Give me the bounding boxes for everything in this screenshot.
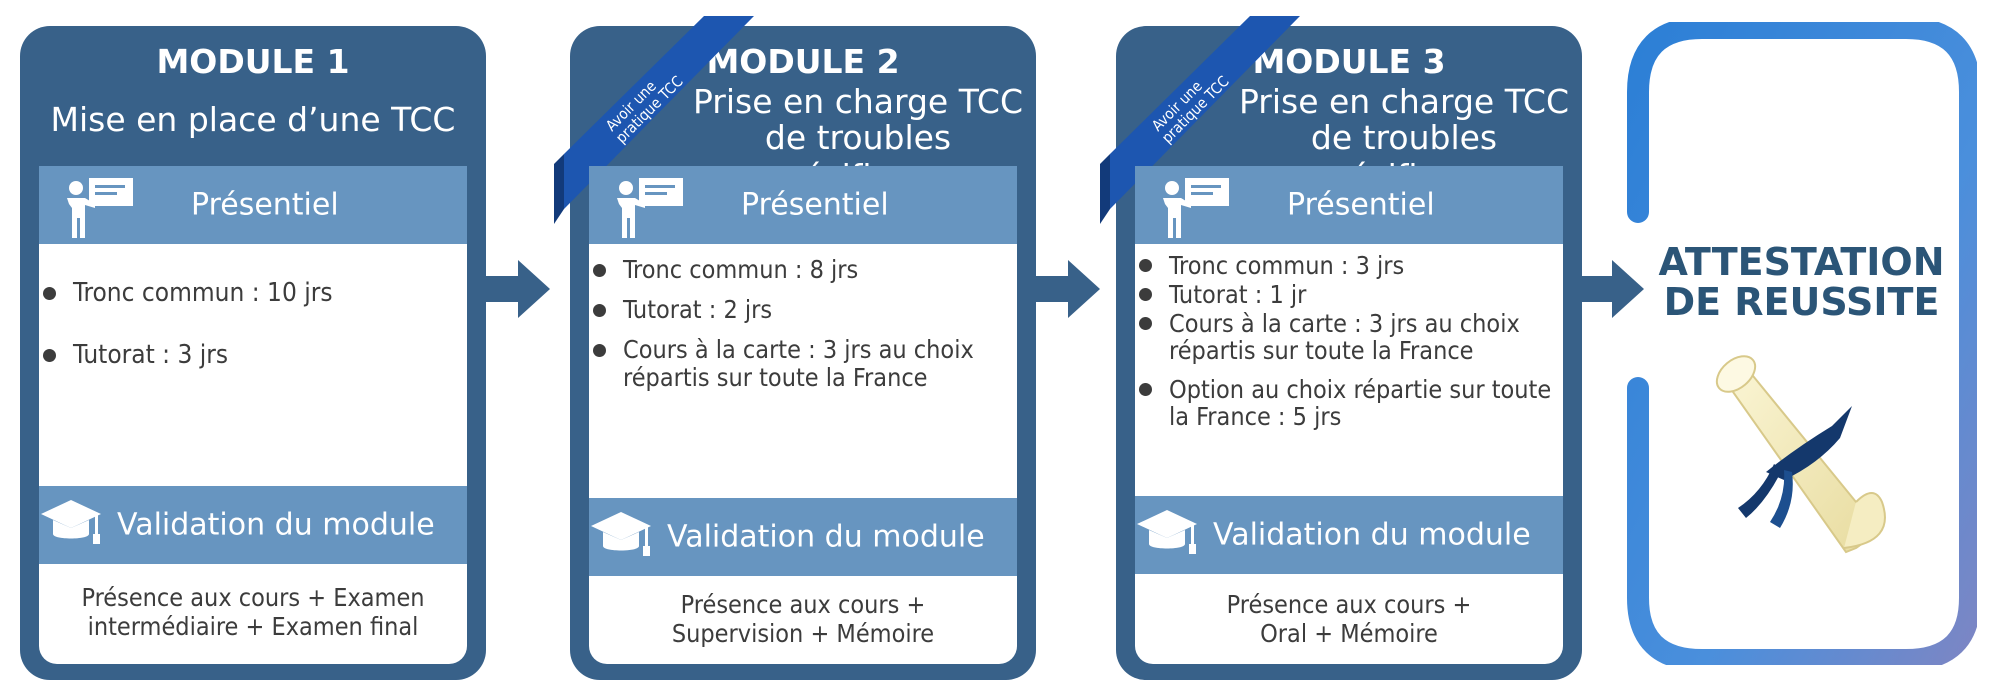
list-item: Tronc commun : 3 jrs [1135,252,1553,279]
list-item: Tutorat : 2 jrs [589,296,1007,324]
list-item: Cours à la carte : 3 jrs au choix répart… [1135,310,1553,364]
presenter-icon [617,178,683,238]
module-3-presentiel-band: Présentiel [1135,166,1563,244]
list-item: Cours à la carte : 3 jrs au choix répart… [589,336,1007,392]
list-item: Option au choix répartie sur toute la Fr… [1135,376,1553,430]
module-2-content: Tronc commun : 8 jrs Tutorat : 2 jrs Cou… [589,244,1017,498]
module-3-presentiel-label: Présentiel [1287,187,1435,223]
arrow-right-icon [486,260,550,318]
module-1-validation-band: Validation du module [39,486,467,564]
module-2-presentiel-band: Présentiel [589,166,1017,244]
module-1-subtitle: Mise en place d’une TCC [50,100,456,139]
module-3-card: MODULE 3 Prise en charge TCC de troubles… [1100,16,1582,680]
attestation-title-line-2: DE REUSSITE [1663,280,1940,324]
module-1-name: MODULE 1 [156,42,350,81]
attestation-title-line-1: ATTESTATION [1658,240,1945,284]
module-1-presentiel-band: Présentiel [39,166,467,244]
module-2-card: MODULE 2 Prise en charge TCC de troubles… [554,16,1036,680]
arrow-right-icon [1036,260,1100,318]
module-2-validation-band: Validation du module [589,498,1017,576]
module-2-presentiel-label: Présentiel [741,187,889,223]
module-3-name: MODULE 3 [1252,42,1446,81]
graduation-cap-icon [591,512,651,556]
module-3-validation-band: Validation du module [1135,496,1563,574]
module-3-validation-line-2: Oral + Mémoire [1260,619,1438,648]
list-item: Tutorat : 3 jrs [39,338,467,372]
module-3-content: Tronc commun : 3 jrs Tutorat : 1 jr Cour… [1135,244,1563,496]
module-2-subtitle-line-1: Prise en charge TCC [692,82,1024,121]
module-1-content: Tronc commun : 10 jrs Tutorat : 3 jrs [39,244,467,486]
module-2-validation-line-1: Présence aux cours + [680,590,926,619]
module-3-validation-panel: Présence aux cours + Oral + Mémoire [1135,574,1563,664]
module-2-validation-line-2: Supervision + Mémoire [671,619,935,648]
module-1-card: MODULE 1 Mise en place d’une TCC Présent… [20,26,486,680]
list-item: Tutorat : 1 jr [1135,281,1553,308]
attestation-title: ATTESTATION DE REUSSITE [1626,242,1977,322]
module-1-validation-line-1: Présence aux cours + Examen [81,583,425,612]
list-item: Tronc commun : 10 jrs [39,276,467,310]
presenter-icon [67,178,133,238]
graduation-cap-icon [1137,510,1197,554]
module-3-validation-label: Validation du module [1213,517,1531,553]
module-2-name: MODULE 2 [706,42,900,81]
attestation-card: ATTESTATION DE REUSSITE [1626,22,1977,665]
module-2-validation-label: Validation du module [667,519,985,555]
attestation-frame [1627,22,1977,665]
ribbon-badge: Avoir une pratique TCC [1100,16,1300,224]
module-3-subtitle-line-1: Prise en charge TCC [1238,82,1570,121]
list-item: Tronc commun : 8 jrs [589,256,1007,284]
module-1-validation-line-2: intermédiaire + Examen final [87,612,419,641]
module-3-validation-line-1: Présence aux cours + [1226,590,1472,619]
ribbon-badge: Avoir une pratique TCC [554,16,754,224]
diploma-scroll-icon [1715,355,1886,554]
module-1-presentiel-label: Présentiel [191,187,339,223]
module-1-validation-label: Validation du module [117,507,435,543]
arrow-right-icon [1580,260,1644,318]
graduation-cap-icon [41,500,101,544]
presenter-icon [1163,178,1229,238]
module-2-validation-panel: Présence aux cours + Supervision + Mémoi… [589,576,1017,664]
module-1-validation-panel: Présence aux cours + Examen intermédiair… [39,564,467,664]
